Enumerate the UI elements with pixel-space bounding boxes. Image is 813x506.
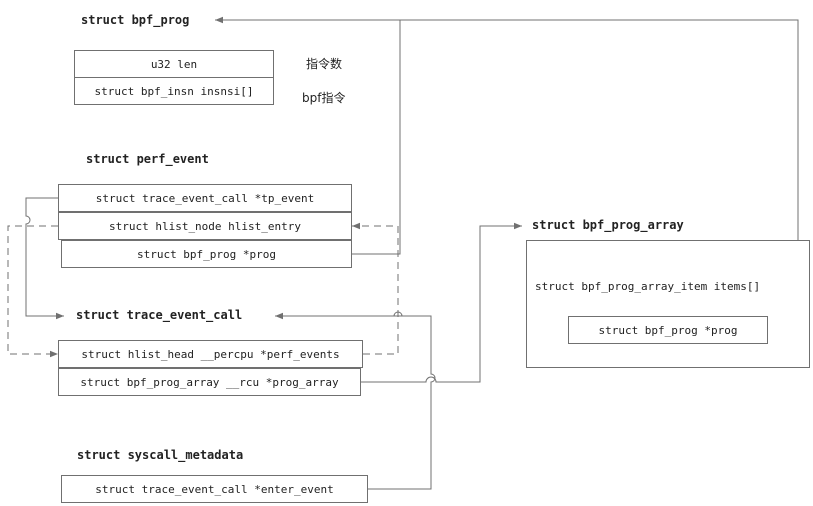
note-bpf-insn: bpf指令 bbox=[302, 91, 346, 105]
perf-event-field-prog: struct bpf_prog *prog bbox=[61, 240, 352, 268]
arrow-prog-array-to-bpf-prog-array bbox=[361, 222, 522, 383]
bpf-prog-field-len: u32 len bbox=[74, 50, 274, 78]
dashed-perf-events-to-hlist-entry bbox=[352, 222, 399, 355]
bpf-prog-field-insnsi-label: struct bpf_insn insnsi[] bbox=[94, 84, 254, 98]
bpf-prog-field-len-label: u32 len bbox=[150, 57, 198, 71]
perf-event-field-prog-label: struct bpf_prog *prog bbox=[136, 247, 277, 261]
trace-event-call-title: struct trace_event_call bbox=[76, 308, 243, 322]
bpf-prog-array-item-prog-label: struct bpf_prog *prog bbox=[598, 323, 738, 337]
syscall-metadata-title: struct syscall_metadata bbox=[77, 448, 244, 462]
line-hop-marker bbox=[393, 311, 403, 317]
trace-event-call-field-prog-array-label: struct bpf_prog_array __rcu *prog_array bbox=[80, 375, 339, 389]
bpf-prog-array-item-prog: struct bpf_prog *prog bbox=[568, 316, 768, 344]
trace-event-call-field-perf-events: struct hlist_head __percpu *perf_events bbox=[58, 340, 363, 368]
bpf-prog-array-box bbox=[526, 240, 810, 368]
perf-event-title: struct perf_event bbox=[86, 152, 209, 166]
perf-event-field-tp-event-label: struct trace_event_call *tp_event bbox=[95, 191, 315, 205]
syscall-metadata-field-enter-event-label: struct trace_event_call *enter_event bbox=[95, 482, 334, 496]
note-insn-count: 指令数 bbox=[306, 57, 343, 71]
dashed-hlist-entry-to-perf-events bbox=[7, 225, 58, 358]
perf-event-field-hlist-entry: struct hlist_node hlist_entry bbox=[58, 212, 352, 240]
trace-event-call-field-prog-array: struct bpf_prog_array __rcu *prog_array bbox=[58, 368, 361, 396]
perf-event-field-hlist-entry-label: struct hlist_node hlist_entry bbox=[108, 219, 302, 233]
bpf-prog-array-title: struct bpf_prog_array bbox=[532, 218, 684, 232]
syscall-metadata-field-enter-event: struct trace_event_call *enter_event bbox=[61, 475, 368, 503]
perf-event-field-tp-event: struct trace_event_call *tp_event bbox=[58, 184, 352, 212]
bpf-prog-field-insnsi: struct bpf_insn insnsi[] bbox=[74, 77, 274, 105]
bpf-prog-title: struct bpf_prog bbox=[81, 13, 190, 27]
trace-event-call-field-perf-events-label: struct hlist_head __percpu *perf_events bbox=[81, 347, 340, 361]
bpf-prog-array-items-label: struct bpf_prog_array_item items[] bbox=[535, 280, 761, 293]
